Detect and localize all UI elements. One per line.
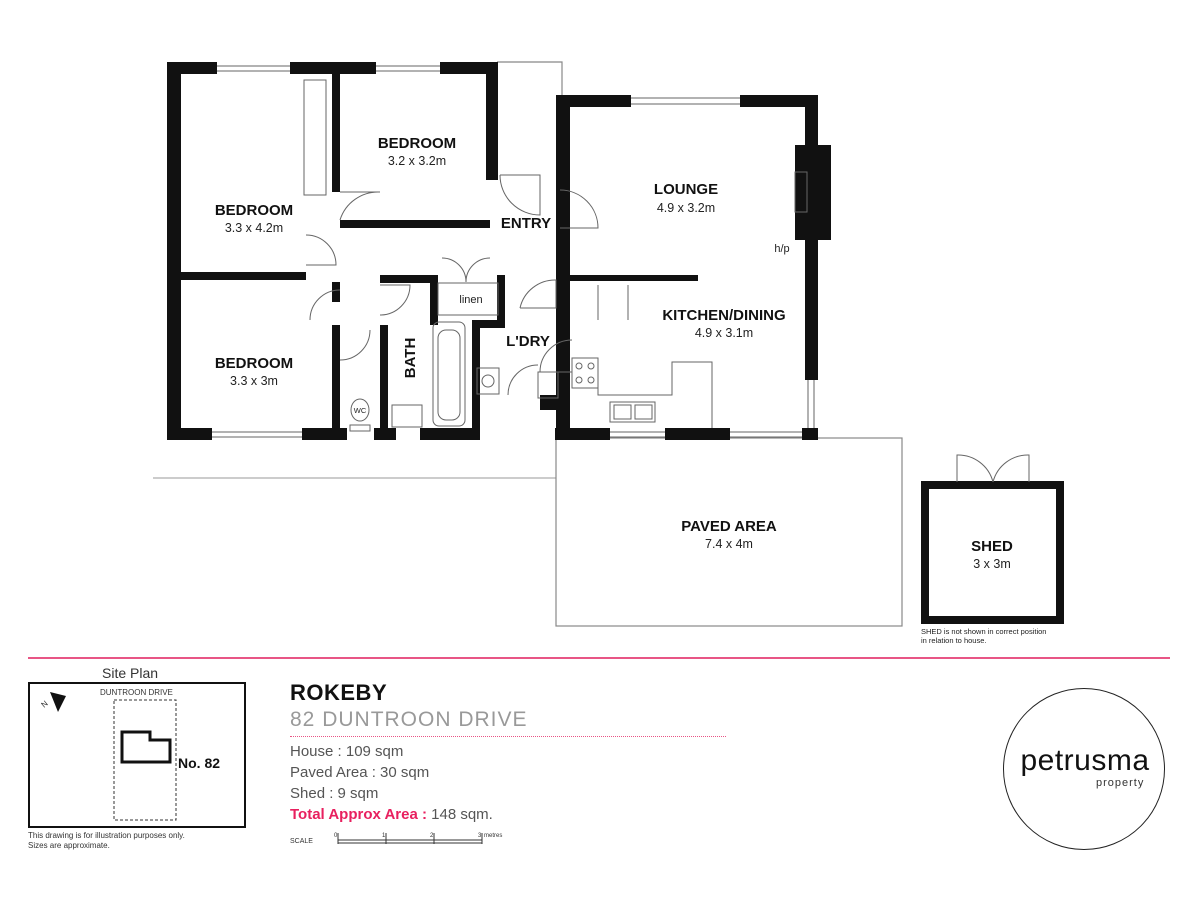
floor-plan: BEDROOM 3.2 x 3.2m BEDROOM 3.3 x 4.2m BE… [153,61,1064,645]
kitchen-dim: 4.9 x 3.1m [695,326,753,340]
north-label: N [40,699,50,710]
site-plan-title: Site Plan [102,665,159,681]
logo-brand: petrusma [1020,744,1150,777]
property-info: ROKEBY 82 DUNTROON DRIVE House : 109 sqm… [290,680,726,826]
footer-divider [28,657,1170,659]
petrusma-logo: petrusma property [1003,688,1165,850]
total-area: Total Approx Area : 148 sqm. [290,804,726,826]
lounge-dim: 4.9 x 3.2m [657,201,715,215]
disclaimer-line2: Sizes are approximate. [28,841,110,850]
house-footprint [120,730,172,764]
scale-tick-1: 1 [382,833,386,839]
logo-sub: property [1096,777,1145,789]
paved-area: Paved Area : 30 sqm [290,764,430,781]
disclaimer: This drawing is for illustration purpose… [28,831,248,851]
bedroom-bottom-name: BEDROOM [215,355,293,372]
scale-unit: metres [484,833,502,839]
scale-label: SCALE [290,838,313,845]
scale-tick-0: 0 [334,833,338,839]
site-plan-drawing: N DUNTROON DRIVE No. 82 [40,688,220,821]
total-area-label: Total Approx Area : [290,806,427,823]
linen-cupboard [437,282,499,316]
bedroom-top-dim: 3.2 x 3.2m [388,154,446,168]
house-area: House : 109 sqm [290,743,404,760]
suburb-title: ROKEBY [290,680,388,705]
scale-tick-2: 2 [430,833,434,839]
house-walls [167,62,831,440]
scale-tick-3: 3 [478,833,482,839]
shed-name: SHED [971,538,1013,555]
street-label: DUNTROON DRIVE [100,688,173,697]
shed-dim: 3 x 3m [973,557,1011,571]
info-rule [290,736,726,737]
north-arrow-icon: N [40,692,66,712]
bath-name: BATH [402,338,419,379]
site-plan-box: N DUNTROON DRIVE No. 82 [28,682,246,828]
paved-dim: 7.4 x 4m [705,537,753,551]
wc-label: WC [354,406,367,415]
address-title: 82 DUNTROON DRIVE [290,708,528,731]
hp-label: h/p [774,243,789,255]
laundry-name: L'DRY [506,333,550,350]
bedroom-left-name: BEDROOM [215,202,293,219]
kitchen-name: KITCHEN/DINING [662,307,785,324]
entry-name: ENTRY [501,215,551,232]
shed-area: Shed : 9 sqm [290,785,379,802]
paved-name: PAVED AREA [681,518,777,535]
lounge-name: LOUNGE [654,181,718,198]
bath-fixtures [349,321,500,432]
windows [212,65,815,438]
door-swings [305,174,629,396]
bedroom-left-dim: 3.3 x 4.2m [225,221,283,235]
shed-note-line2: in relation to house. [921,636,986,645]
disclaimer-line1: This drawing is for illustration purpose… [28,831,185,840]
shed-walls [921,481,1064,624]
lot-number: No. 82 [178,755,220,771]
shed-note-line1: SHED is not shown in correct position [921,627,1046,636]
kitchen-fixtures [537,357,713,428]
bedroom-top-name: BEDROOM [378,135,456,152]
linen-label: linen [459,294,482,306]
shed-door [956,454,1030,483]
scale-bar: SCALE 0 1 2 3 metres [290,833,502,845]
lot-outline [113,699,177,821]
porch-outline [497,61,563,95]
bedroom-bottom-dim: 3.3 x 3m [230,374,278,388]
total-area-value: 148 sqm. [431,806,493,823]
